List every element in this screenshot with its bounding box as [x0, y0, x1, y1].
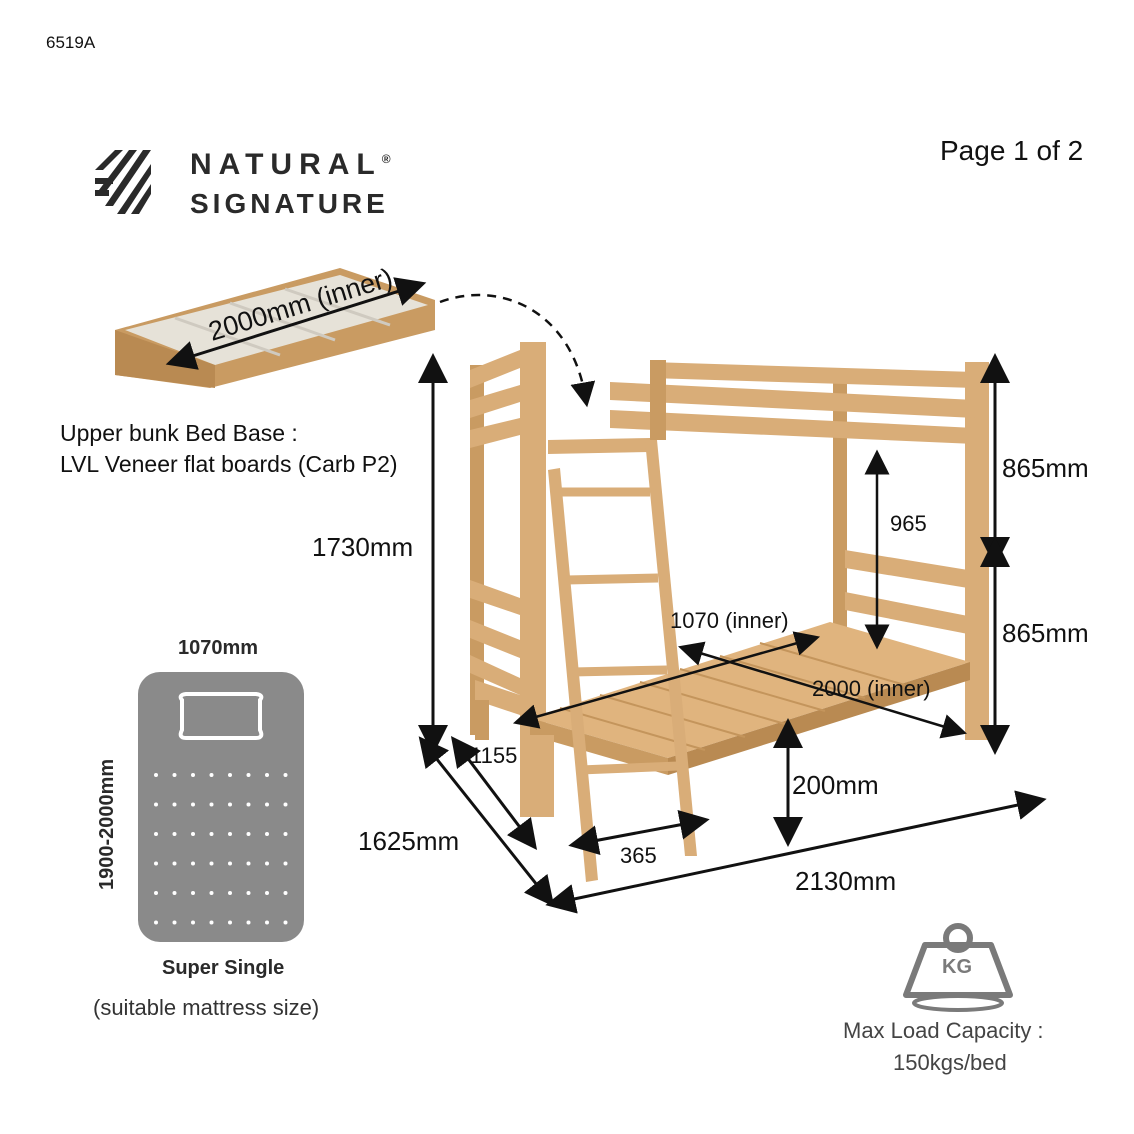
mattress-length-label: 1900-2000mm — [96, 758, 118, 890]
mattress-dot — [265, 861, 269, 866]
inner-width-label: 1070 (inner) — [670, 608, 789, 633]
mattress-dot — [154, 832, 158, 836]
page-indicator: Page 1 of 2 — [940, 135, 1084, 166]
mattress-dot — [172, 802, 177, 807]
mattress-dot — [191, 832, 195, 836]
mattress-dot — [283, 832, 288, 836]
max-load-title: Max Load Capacity : — [843, 1018, 1044, 1043]
mattress-dot — [246, 773, 251, 777]
mattress-dot — [283, 891, 288, 895]
mattress-dot — [209, 773, 214, 777]
dimension-lines — [418, 353, 1047, 914]
mattress-dot — [228, 832, 232, 836]
mattress-dot — [209, 891, 214, 895]
mattress-dot — [265, 773, 269, 777]
mattress-dot — [283, 802, 288, 807]
mattress-dot — [228, 773, 232, 777]
inner-length-label: 2000 (inner) — [812, 676, 931, 701]
mattress-dot — [246, 802, 251, 807]
mattress-dot — [191, 920, 195, 925]
weight-kg-icon — [903, 923, 1013, 1012]
upper-section-height-label: 865mm — [1002, 453, 1089, 483]
mattress-dot — [191, 802, 195, 807]
mattress-dot — [191, 891, 195, 895]
mattress-icon — [138, 672, 304, 942]
ladder-width-label: 365 — [620, 843, 657, 868]
mattress-dot — [283, 861, 288, 866]
registered-mark: ® — [381, 152, 391, 166]
mattress-dot — [246, 920, 251, 925]
mattress-dot — [154, 773, 158, 777]
overall-width-label: 1625mm — [358, 826, 460, 856]
mattress-dot — [209, 920, 214, 925]
mattress-dot — [209, 802, 214, 807]
mattress-dot — [228, 891, 232, 895]
mattress-dot — [246, 832, 251, 836]
mattress-dot — [154, 891, 158, 895]
mattress-dot — [265, 802, 269, 807]
mattress-note-label: (suitable mattress size) — [93, 995, 320, 1020]
brand-name-line1: NATURAL® — [190, 148, 391, 181]
mattress-dot — [246, 861, 251, 866]
mattress-dot — [283, 920, 288, 925]
mattress-dot — [265, 920, 269, 925]
bed-base-caption-line1: Upper bunk Bed Base : — [60, 420, 298, 446]
mattress-dot — [191, 773, 195, 777]
mattress-dot — [172, 773, 177, 777]
mattress-dot — [172, 891, 177, 895]
mattress-dot — [154, 920, 158, 925]
max-load-value: 150kgs/bed — [893, 1050, 1007, 1075]
total-height-label: 1730mm — [312, 532, 414, 562]
clearance-between-bunks-label: 965 — [890, 511, 927, 536]
mattress-dot — [191, 861, 195, 866]
weight-icon-label: KG — [942, 956, 972, 978]
mattress-dot — [172, 832, 177, 836]
mattress-dot — [209, 861, 214, 866]
mattress-width-label: 1070mm — [178, 637, 259, 659]
mattress-dot — [283, 773, 288, 777]
mattress-dot — [154, 861, 158, 866]
product-code: 6519A — [46, 33, 96, 52]
mattress-dot — [265, 891, 269, 895]
brand-name-line2: SIGNATURE — [190, 188, 389, 219]
lower-section-height-label: 865mm — [1002, 618, 1089, 648]
mattress-dot — [209, 832, 214, 836]
bed-base-caption-line2: LVL Veneer flat boards (Carb P2) — [60, 451, 398, 477]
width-1155-label: 1155 — [470, 743, 518, 768]
mattress-dot — [172, 861, 177, 866]
overall-length-label: 2130mm — [795, 866, 897, 896]
mattress-dot — [228, 802, 232, 807]
mattress-dot — [246, 891, 251, 895]
mattress-dot — [228, 920, 232, 925]
mattress-type-label: Super Single — [162, 957, 285, 979]
mattress-dot — [265, 832, 269, 836]
mattress-dot — [228, 861, 232, 866]
bed-base-inset — [115, 268, 596, 408]
mattress-dot — [172, 920, 177, 925]
under-bed-clearance-label: 200mm — [792, 770, 879, 800]
mattress-dot — [154, 802, 158, 807]
